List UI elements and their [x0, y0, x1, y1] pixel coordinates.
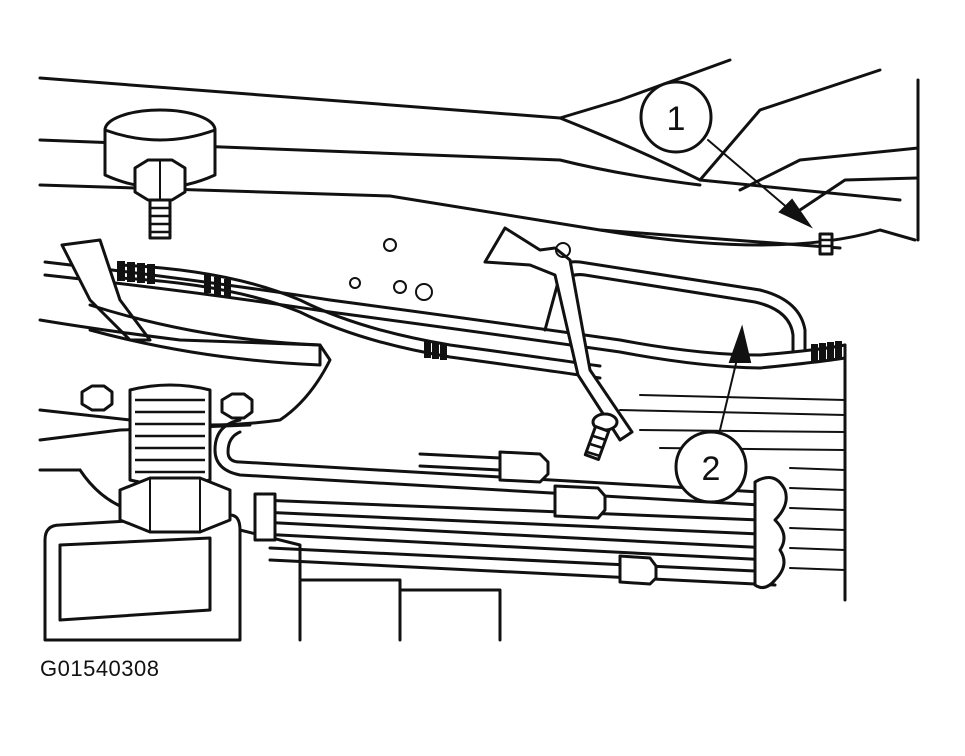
harness-clip — [60, 238, 322, 367]
callout-1-leader — [707, 139, 813, 229]
small-nuts — [80, 384, 254, 420]
strap-bracket — [483, 226, 634, 461]
threaded-stud — [118, 383, 232, 534]
fuel-lines — [213, 418, 788, 590]
callout-2-leader — [719, 324, 752, 431]
callout-1: 1 — [639, 80, 713, 154]
frame-rail — [38, 58, 920, 250]
side-panel — [619, 343, 847, 602]
figure-id-label: G01540308 — [40, 656, 160, 681]
wiring-harness — [43, 260, 847, 380]
small-stud — [818, 232, 834, 256]
callout-1-label: 1 — [667, 100, 686, 138]
rail-holes — [349, 238, 433, 301]
callout-2-label: 2 — [702, 450, 721, 488]
mount-bushing — [103, 108, 217, 240]
crossmember — [38, 318, 502, 642]
callout-2: 2 — [674, 430, 748, 504]
